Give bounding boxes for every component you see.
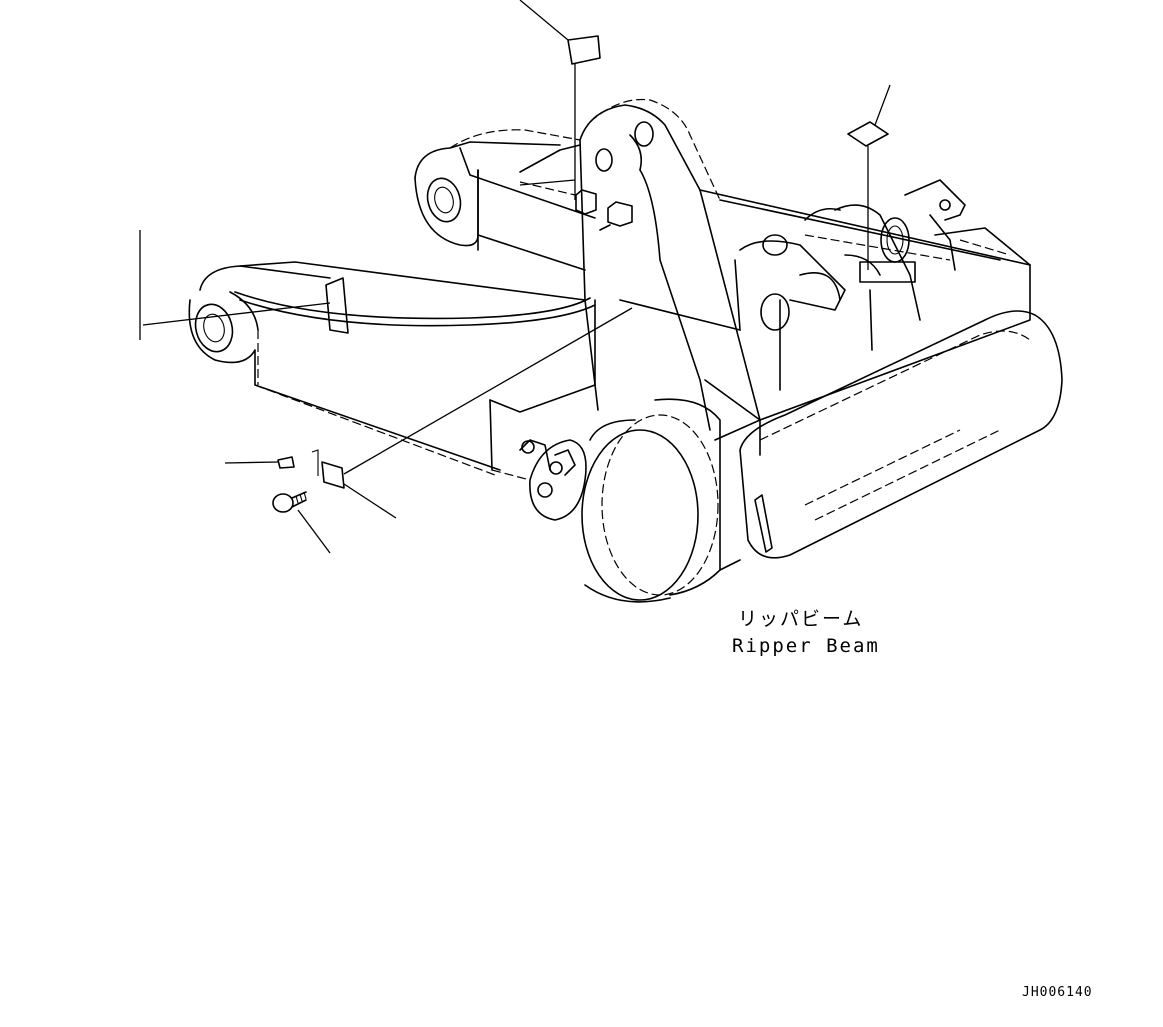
leader-lines xyxy=(139,0,891,554)
small-pin xyxy=(277,456,295,469)
drawing-code: JH006140 xyxy=(1022,985,1093,1000)
ripper-beam-assembly xyxy=(188,98,1063,603)
label-plate-right xyxy=(847,121,889,147)
caption-english: Ripper Beam xyxy=(732,635,880,657)
left-arm-rear xyxy=(414,129,596,271)
rivet xyxy=(272,491,307,513)
hinge-assembly xyxy=(734,234,881,331)
loose-parts xyxy=(272,35,889,513)
left-arm-front xyxy=(188,261,596,481)
center-post xyxy=(575,98,761,431)
cross-beam xyxy=(619,179,1031,456)
caption-japanese: リッパビーム xyxy=(738,608,863,630)
label-plate-top xyxy=(567,35,601,65)
beam-end-housing xyxy=(719,310,1063,571)
small-plate xyxy=(321,461,345,489)
pivot-wheel xyxy=(519,398,761,603)
